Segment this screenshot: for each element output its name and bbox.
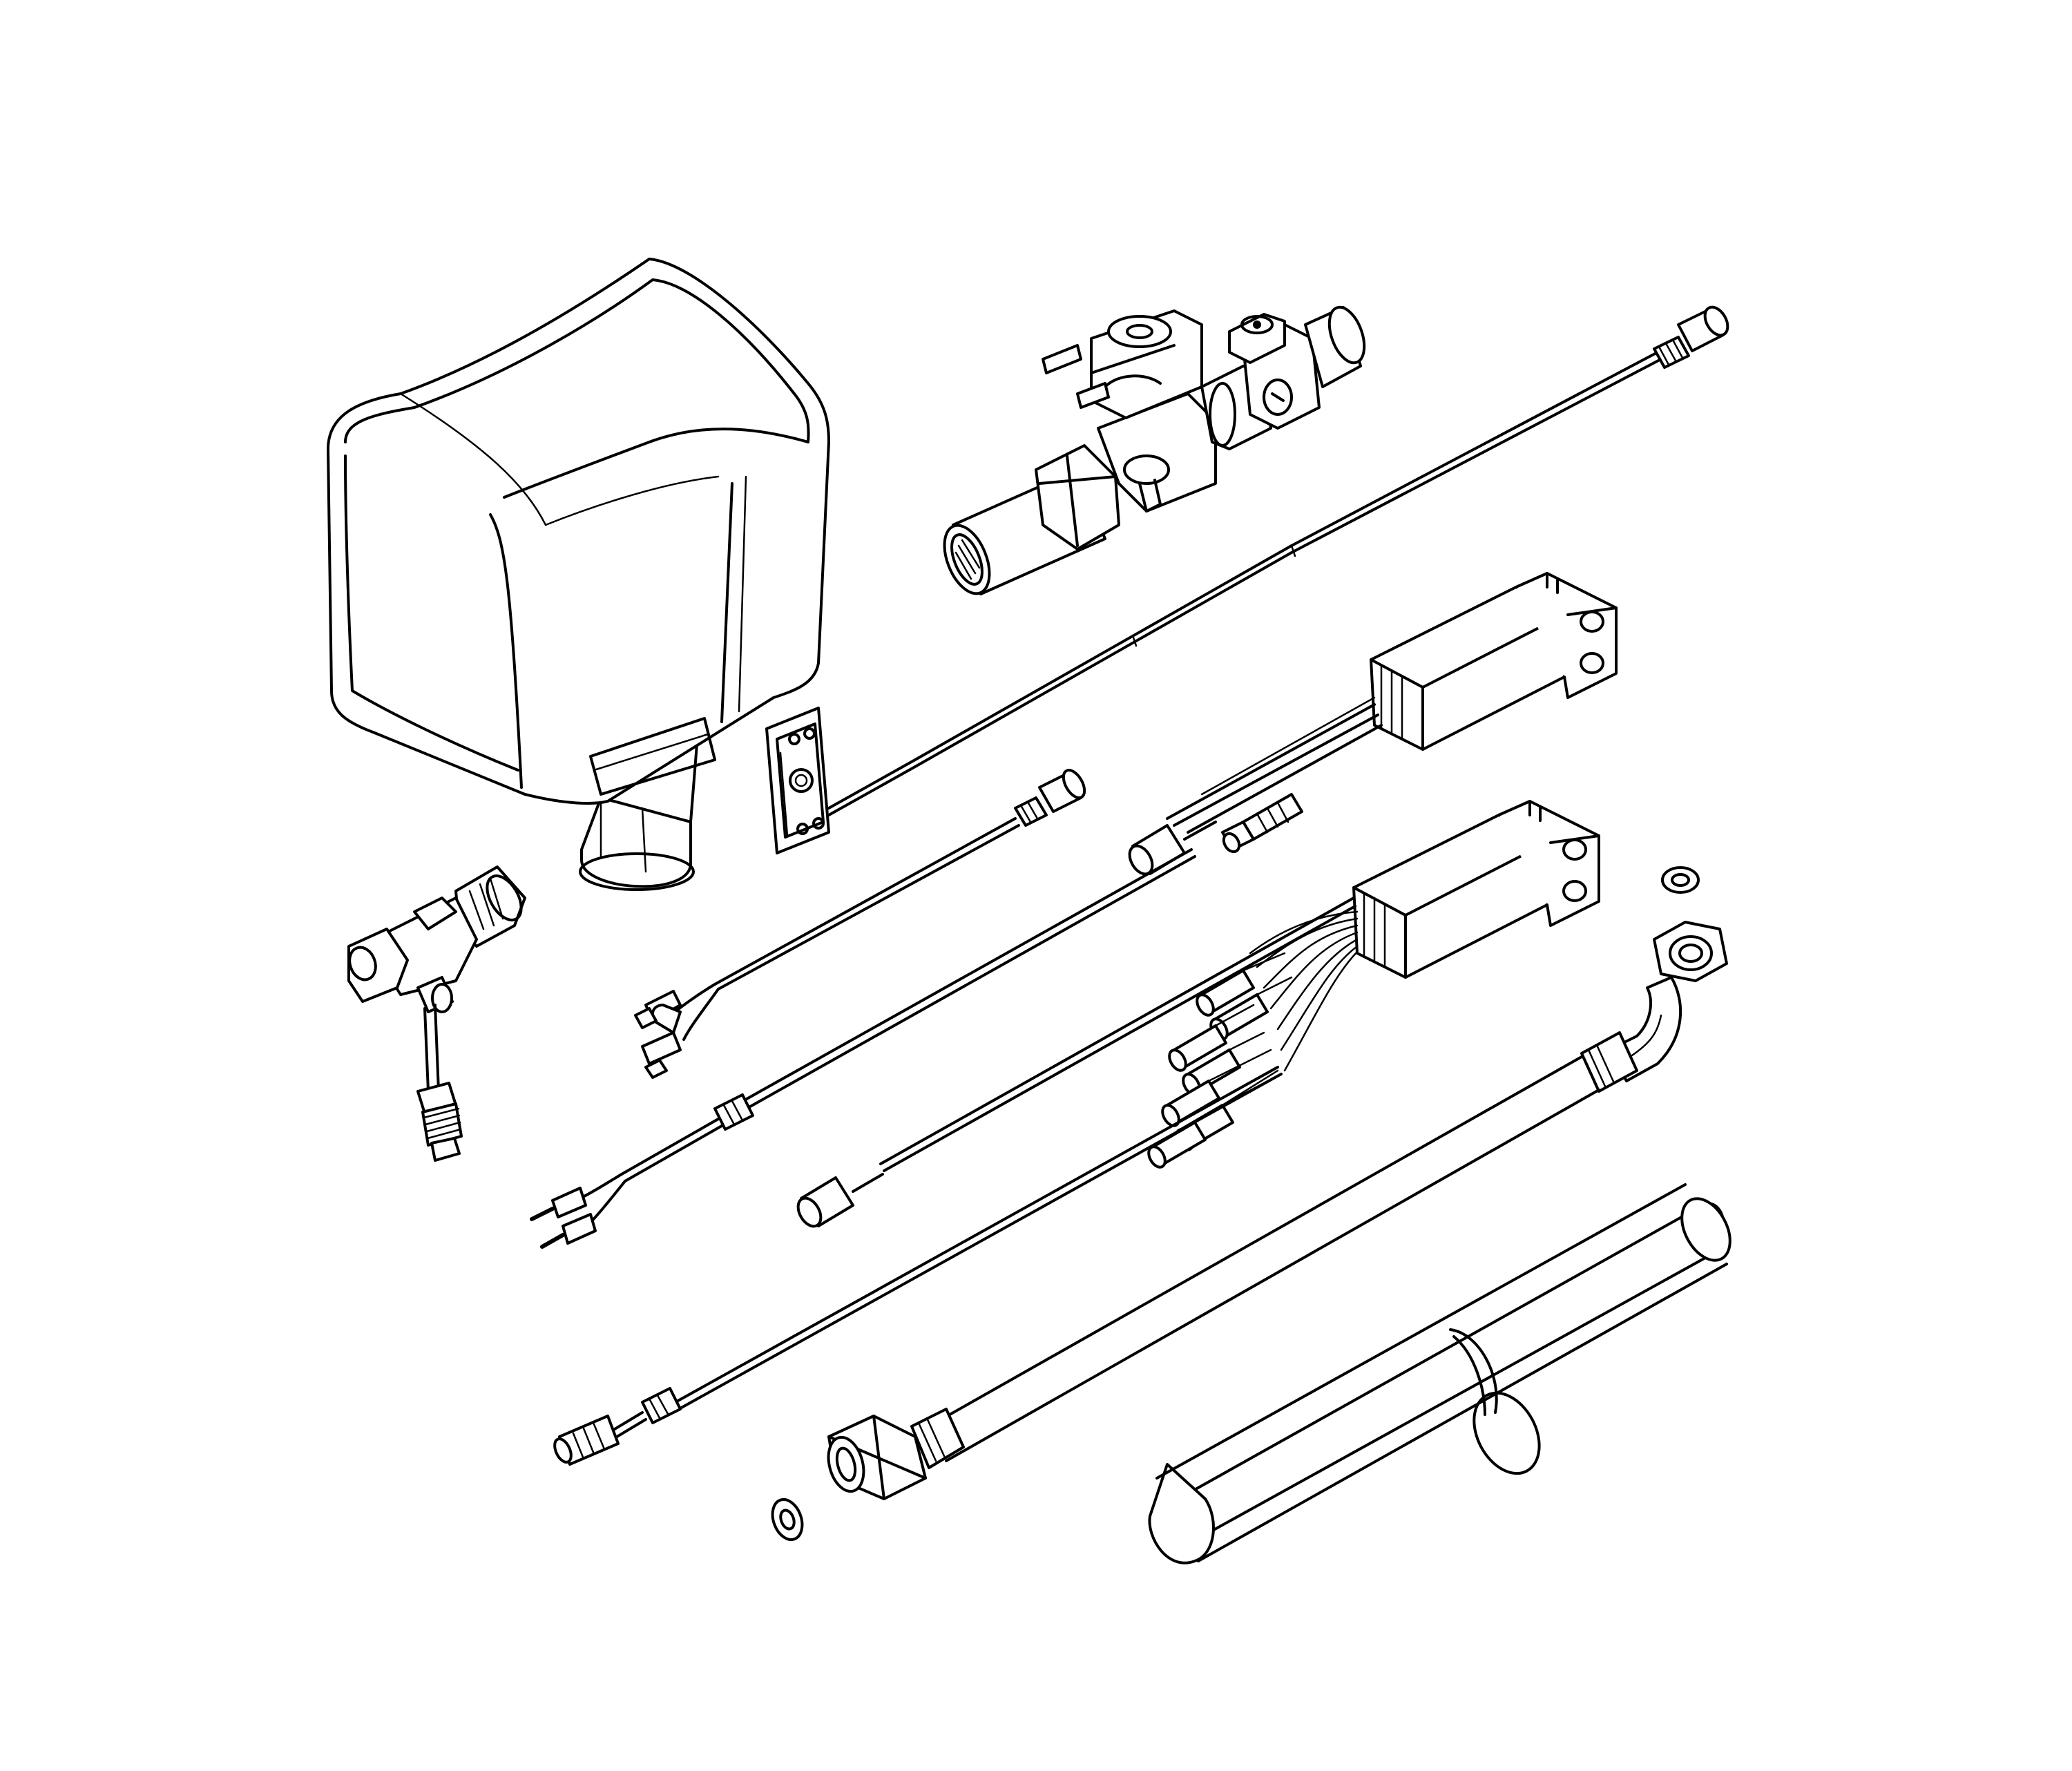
solenoid-valve-assembly	[943, 305, 1366, 595]
connector-cluster	[1147, 952, 1293, 1169]
housing-cover	[327, 258, 830, 891]
braided-hose	[827, 921, 1728, 1500]
terminal-cable-short	[634, 769, 1086, 1079]
washer-lower	[771, 1497, 804, 1542]
long-cable-fork-terminals	[530, 848, 1196, 1249]
control-module-lower	[796, 800, 1600, 1228]
tee-fitting	[347, 865, 526, 1162]
cylinder-tube	[1148, 1183, 1732, 1564]
probe-cable-long	[827, 305, 1729, 816]
washer-upper	[1661, 866, 1700, 894]
control-module-upper	[1128, 572, 1618, 876]
sensor-cable-lower	[553, 1066, 1283, 1466]
mounting-plate	[765, 707, 830, 854]
sealing-washers	[771, 866, 1700, 1542]
